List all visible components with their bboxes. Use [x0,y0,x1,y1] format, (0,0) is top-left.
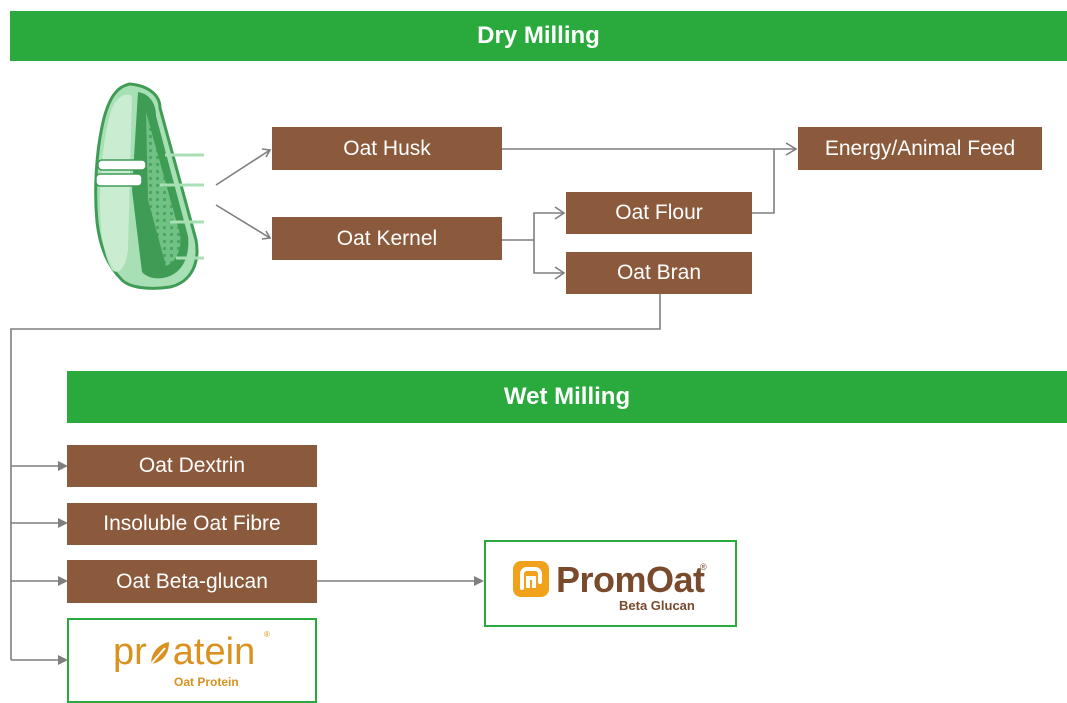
proatein-brand-prefix: pr [113,631,147,673]
node-oat-bran: Oat Bran [566,252,752,294]
node-energy-animal-feed: Energy/Animal Feed [798,127,1042,170]
node-oat-flour: Oat Flour [566,192,752,234]
promoat-registered-mark: ® [700,562,707,572]
node-oat-dextrin: Oat Dextrin [67,445,317,487]
line-bran-to-wet [10,294,661,660]
node-insoluble-oat-fibre: Insoluble Oat Fibre [67,503,317,545]
arrow-kernel-to-flour [533,212,564,240]
proatein-subtitle: Oat Protein [174,675,239,689]
promoat-subtitle: Beta Glucan [619,598,695,613]
dry-milling-banner: Dry Milling [10,11,1067,61]
node-oat-kernel: Oat Kernel [272,217,502,260]
arrow-to-husk [215,149,271,186]
line-flour-to-feed [752,149,775,214]
arrow-to-kernel [215,204,271,239]
promoat-logo-box: PromOat ® Beta Glucan [484,540,737,627]
promoat-emblem-icon [513,561,549,597]
node-oat-husk: Oat Husk [272,127,502,170]
proatein-brand-suffix: atein [172,631,256,673]
wet-milling-banner: Wet Milling [67,371,1067,423]
arrow-kernel-to-bran [533,240,564,274]
proatein-registered-mark: ® [264,630,270,639]
oat-leaf-icon [150,642,169,665]
promoat-brand-text: PromOat [556,559,705,600]
node-oat-beta-glucan: Oat Beta-glucan [67,560,317,603]
